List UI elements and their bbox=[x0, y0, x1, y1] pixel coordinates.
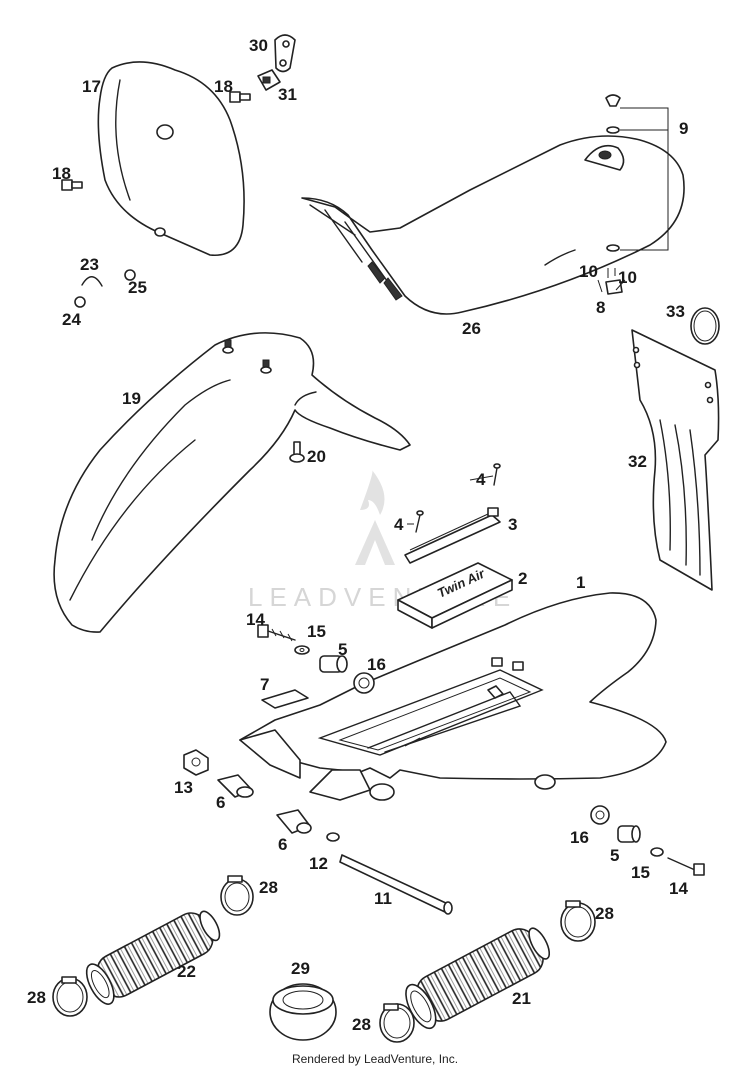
callout-18: 18 bbox=[214, 77, 233, 96]
callout-9: 9 bbox=[679, 119, 688, 138]
callout-8: 8 bbox=[596, 298, 605, 317]
cover-plate-3 bbox=[404, 507, 501, 564]
callout-18: 18 bbox=[52, 164, 71, 183]
bolt-14a bbox=[257, 624, 296, 642]
callout-25: 25 bbox=[128, 278, 147, 297]
washer-12 bbox=[326, 832, 340, 842]
callout-21: 21 bbox=[512, 989, 531, 1008]
callout-1: 1 bbox=[576, 573, 585, 592]
spacer-6a bbox=[217, 774, 254, 798]
callout-7: 7 bbox=[260, 675, 269, 694]
bellows-boot-21 bbox=[405, 927, 551, 1030]
callout-14: 14 bbox=[669, 879, 688, 898]
hose-clamp-28a bbox=[220, 875, 254, 916]
washer-15b bbox=[650, 847, 664, 857]
bellows-boot-22 bbox=[85, 910, 221, 1005]
nut-16a bbox=[353, 672, 375, 694]
callout-11: 11 bbox=[374, 889, 392, 908]
filter-block-2: Twin Air bbox=[397, 562, 513, 629]
spacer-6b bbox=[276, 809, 312, 834]
hose-clamp-28c bbox=[52, 976, 88, 1017]
callout-5: 5 bbox=[338, 640, 347, 659]
washer-15a bbox=[294, 645, 310, 655]
nut-16b bbox=[590, 805, 610, 825]
callout-19: 19 bbox=[122, 389, 141, 408]
callout-3: 3 bbox=[508, 515, 517, 534]
callout-14: 14 bbox=[246, 610, 265, 629]
callout-15: 15 bbox=[631, 863, 650, 882]
airbox-snorkel bbox=[239, 729, 371, 801]
seat-26 bbox=[301, 135, 685, 315]
callout-16: 16 bbox=[570, 828, 589, 847]
clip-nut-31 bbox=[257, 69, 281, 91]
callout-33: 33 bbox=[666, 302, 685, 321]
callout-30: 30 bbox=[249, 36, 268, 55]
screw-18a bbox=[229, 91, 251, 103]
screw-18b bbox=[61, 179, 83, 191]
footer-credit: Rendered by LeadVenture, Inc. bbox=[291, 1052, 459, 1066]
long-bolt-11 bbox=[339, 854, 453, 915]
hose-clamp-28d bbox=[379, 1003, 415, 1043]
callout-4: 4 bbox=[476, 470, 486, 489]
callout-13: 13 bbox=[174, 778, 193, 797]
leader-lines bbox=[407, 279, 626, 525]
bushing-5b bbox=[617, 825, 641, 843]
bracket-30 bbox=[274, 34, 296, 73]
pad-7 bbox=[261, 689, 309, 709]
callout-12: 12 bbox=[309, 854, 328, 873]
callout-10: 10 bbox=[618, 268, 637, 287]
bolt-14b bbox=[667, 857, 705, 876]
callout-20: 20 bbox=[307, 447, 326, 466]
rubber-ring-29 bbox=[269, 983, 337, 1041]
callout-23: 23 bbox=[80, 255, 99, 274]
callout-17: 17 bbox=[82, 77, 101, 96]
callout-22: 22 bbox=[177, 962, 196, 981]
callout-28: 28 bbox=[259, 878, 278, 897]
screw-4b bbox=[415, 510, 424, 533]
callout-31: 31 bbox=[278, 85, 297, 104]
callout-6: 6 bbox=[216, 793, 225, 812]
callout-26: 26 bbox=[462, 319, 481, 338]
mudflap-32 bbox=[631, 329, 720, 591]
callout-10: 10 bbox=[579, 262, 598, 281]
callout-5: 5 bbox=[610, 846, 619, 865]
callout-6: 6 bbox=[278, 835, 287, 854]
callout-2: 2 bbox=[518, 569, 527, 588]
callout-28: 28 bbox=[352, 1015, 371, 1034]
rear-fender-airbox-1 bbox=[239, 592, 667, 801]
callout-4: 4 bbox=[394, 515, 404, 534]
callout-28: 28 bbox=[27, 988, 46, 1007]
screw-20 bbox=[289, 441, 305, 463]
hose-clamp-28b bbox=[560, 900, 596, 942]
nut-13 bbox=[183, 749, 209, 776]
number-plate-17 bbox=[97, 61, 245, 256]
front-fender-19 bbox=[53, 332, 411, 633]
callout-15: 15 bbox=[307, 622, 326, 641]
screw-4a bbox=[493, 463, 501, 486]
callout-32: 32 bbox=[628, 452, 647, 471]
callout-16: 16 bbox=[367, 655, 386, 674]
seat-fasteners-8-9-10 bbox=[605, 94, 669, 295]
callout-24: 24 bbox=[62, 310, 81, 329]
callout-28: 28 bbox=[595, 904, 614, 923]
clamp-ring-33 bbox=[690, 307, 720, 345]
clip-23-25 bbox=[74, 269, 136, 308]
bushing-5a bbox=[319, 655, 348, 673]
callout-29: 29 bbox=[291, 959, 310, 978]
callout-labels: 1 2 3 4 4 5 5 6 6 7 8 9 10 10 11 12 13 1… bbox=[27, 36, 688, 1034]
